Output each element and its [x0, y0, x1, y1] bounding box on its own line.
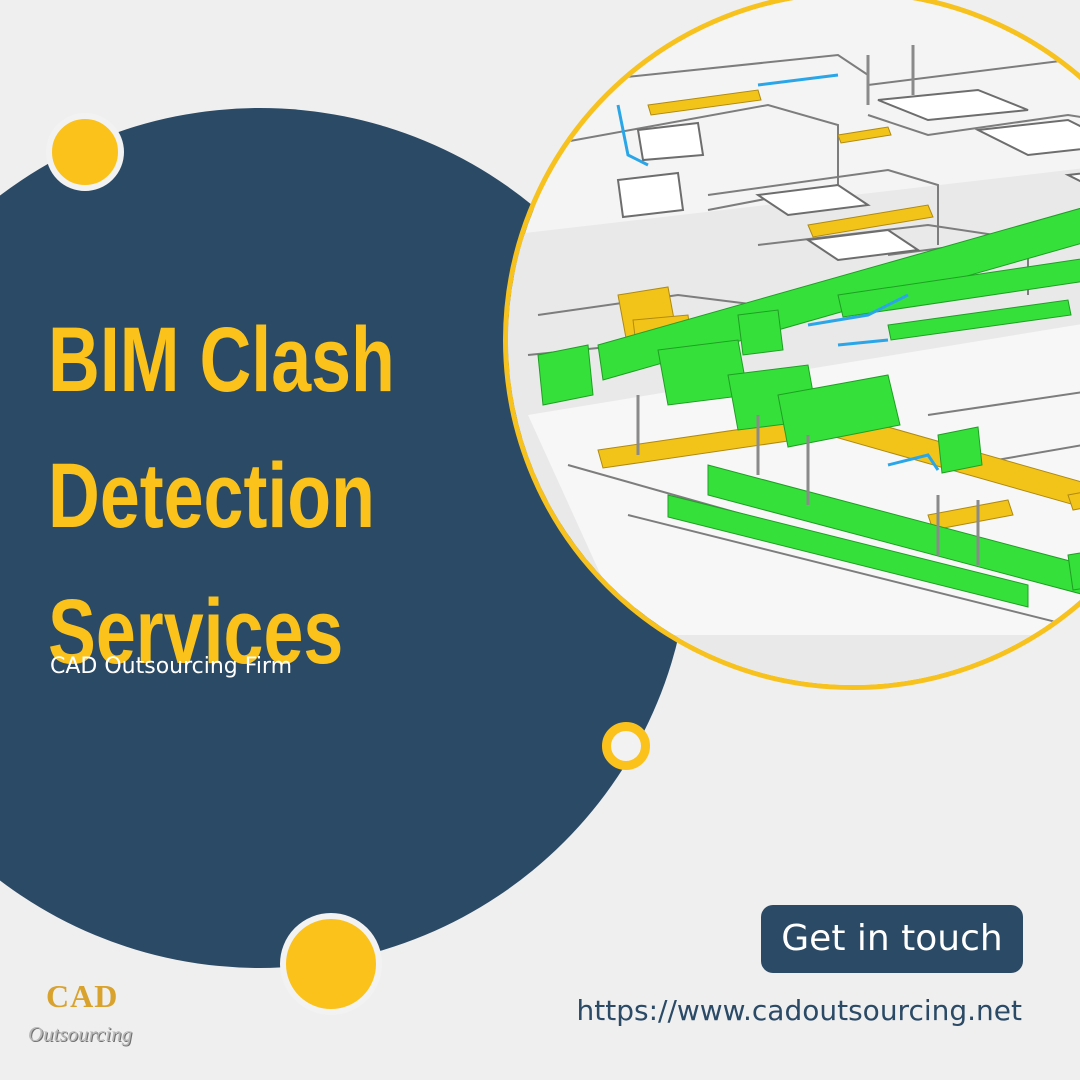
logo-text-bottom: Outsourcing — [28, 1022, 133, 1046]
headline-line-1: BIM Clash — [48, 309, 395, 411]
subtitle: CAD Outsourcing Firm — [50, 654, 293, 679]
yellow-dot-decoration — [46, 113, 124, 191]
website-link[interactable]: https://www.cadoutsourcing.net — [576, 994, 1022, 1027]
company-logo: CAD Outsourcing — [28, 978, 168, 1058]
yellow-dot-decoration-bottom — [280, 913, 382, 1015]
headline-line-2: Detection — [48, 445, 375, 547]
get-in-touch-button[interactable]: Get in touch — [761, 905, 1023, 973]
bim-model-image-frame — [503, 0, 1080, 690]
headline: BIM Clash Detection Services — [48, 292, 395, 700]
bim-model-image — [508, 0, 1080, 685]
yellow-ring-decoration — [602, 722, 650, 770]
logo-text-top: CAD — [46, 978, 119, 1014]
headline-line-3: Services — [48, 581, 344, 683]
